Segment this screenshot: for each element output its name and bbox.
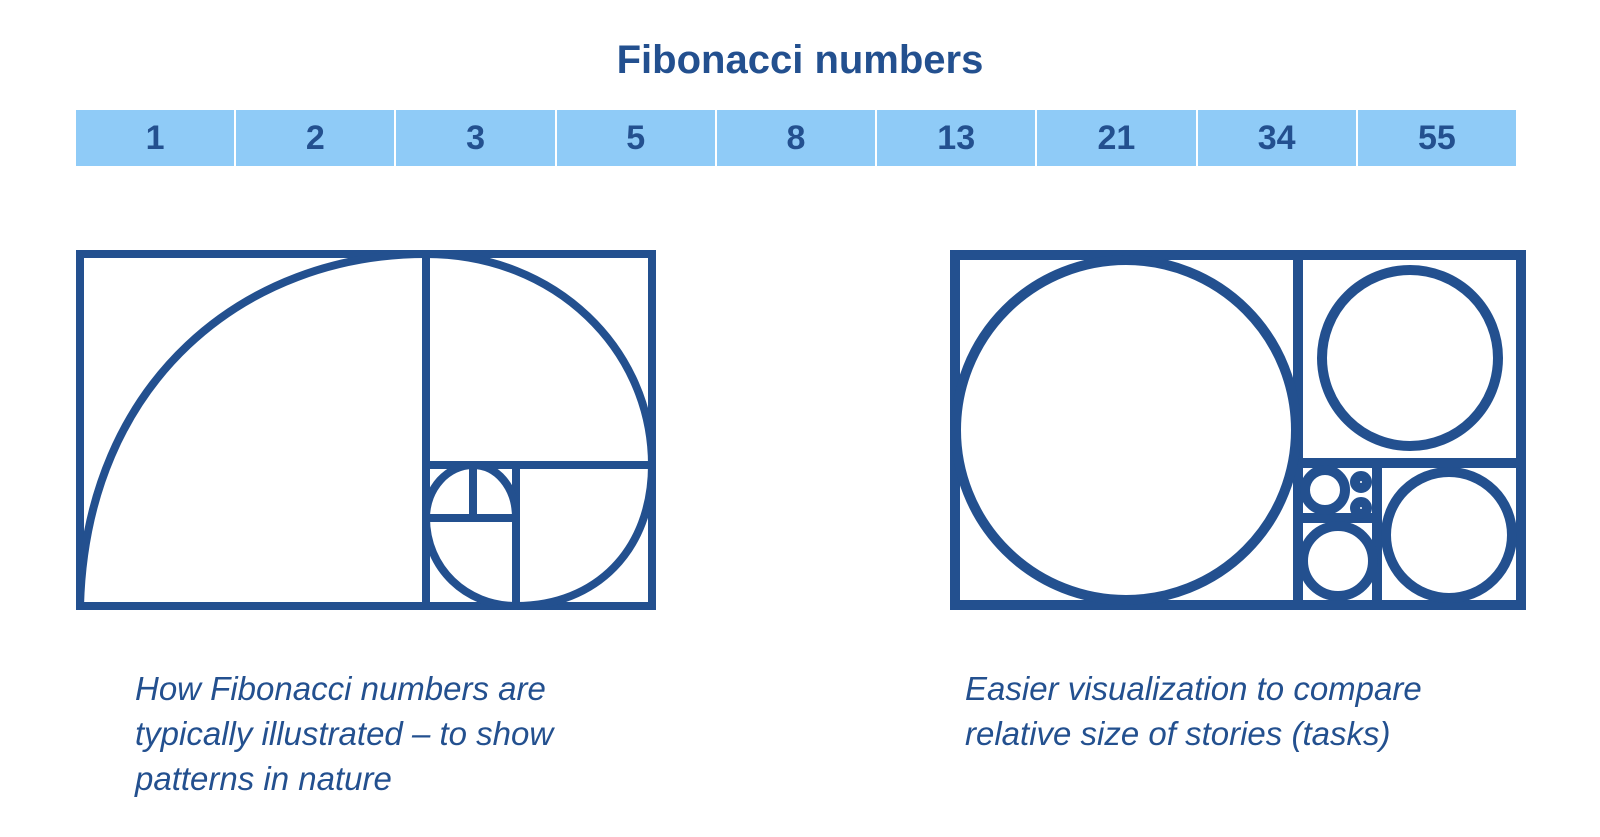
fibonacci-number: 13 <box>877 110 1038 166</box>
circle-medium <box>1317 265 1503 451</box>
fibonacci-number: 8 <box>716 110 878 166</box>
outer-rectangle <box>76 250 656 610</box>
fibonacci-sequence-bar: 1 2 3 5 8 13 21 34 55 <box>76 110 1516 166</box>
circle-tiny <box>1300 465 1350 515</box>
spiral-curve <box>76 250 656 610</box>
page-title: Fibonacci numbers <box>616 38 984 82</box>
caption-spiral: How Fibonacci numbers are typically illu… <box>135 666 655 801</box>
circle-smaller <box>1298 521 1378 601</box>
golden-spiral-diagram <box>76 250 656 610</box>
fibonacci-number: 2 <box>236 110 397 166</box>
fibonacci-number: 55 <box>1357 110 1516 166</box>
fibonacci-number: 21 <box>1037 110 1198 166</box>
circle-small <box>1381 467 1517 603</box>
caption-line: patterns in nature <box>135 760 392 797</box>
fibonacci-number: 34 <box>1197 110 1358 166</box>
relative-size-circles-diagram <box>950 250 1526 610</box>
caption-line: relative size of stories (tasks) <box>965 715 1391 752</box>
fibonacci-number: 1 <box>76 110 237 166</box>
circle-large <box>951 255 1301 605</box>
circle-dot <box>1350 497 1372 519</box>
caption-line: How Fibonacci numbers are <box>135 670 546 707</box>
fibonacci-number: 3 <box>396 110 557 166</box>
caption-line: typically illustrated – to show <box>135 715 554 752</box>
caption-circles: Easier visualization to compare relative… <box>965 666 1525 756</box>
fibonacci-number: 5 <box>556 110 717 166</box>
circle-dot <box>1350 471 1372 493</box>
caption-line: Easier visualization to compare <box>965 670 1422 707</box>
